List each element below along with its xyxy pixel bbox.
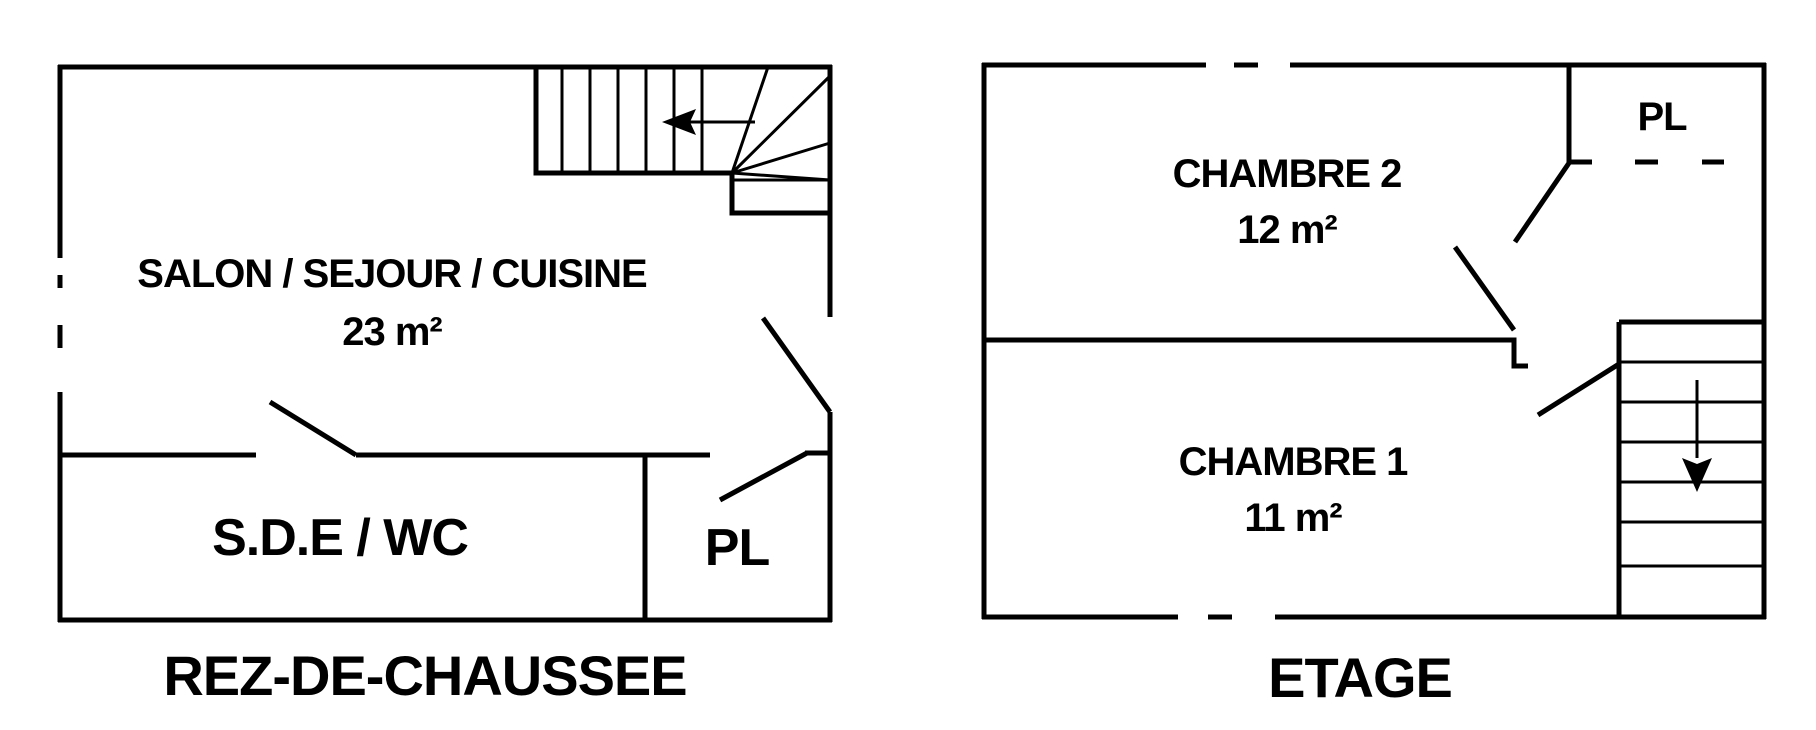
chambre1-name: CHAMBRE 1 <box>1179 440 1409 484</box>
salon-area: 23 m² <box>342 310 442 354</box>
salon-name: SALON / SEJOUR / CUISINE <box>137 252 647 296</box>
chambre2-area: 12 m² <box>1237 208 1337 252</box>
door-pl-upper <box>1512 161 1572 244</box>
chambre2-name: CHAMBRE 2 <box>1173 152 1402 196</box>
upper-floor-plan: CHAMBRE 2 12 m² PL CHAMBRE 1 11 m² ETAGE <box>981 62 1767 709</box>
ground-pl-name: PL <box>705 519 770 577</box>
door-pl <box>718 450 809 503</box>
door-chambre-2 <box>1452 245 1517 332</box>
upper-pl-name: PL <box>1637 95 1687 139</box>
door-sde <box>268 399 358 458</box>
stair-arrowhead-left-icon <box>662 109 696 135</box>
chambre1-area: 11 m² <box>1244 496 1342 540</box>
ground-floor-plan: SALON / SEJOUR / CUISINE 23 m² S.D.E / W… <box>57 64 833 707</box>
sde-name: S.D.E / WC <box>212 509 468 567</box>
upper-partition <box>984 337 1528 369</box>
stair-arrowhead-down-icon <box>1682 458 1712 492</box>
upper-staircase <box>1616 319 1766 619</box>
door-entrance <box>760 316 833 414</box>
ground-staircase <box>533 66 832 216</box>
door-chambre-1 <box>1536 361 1621 418</box>
upper-floor-title: ETAGE <box>1268 646 1452 709</box>
ground-floor-title: REZ-DE-CHAUSSEE <box>163 644 686 707</box>
